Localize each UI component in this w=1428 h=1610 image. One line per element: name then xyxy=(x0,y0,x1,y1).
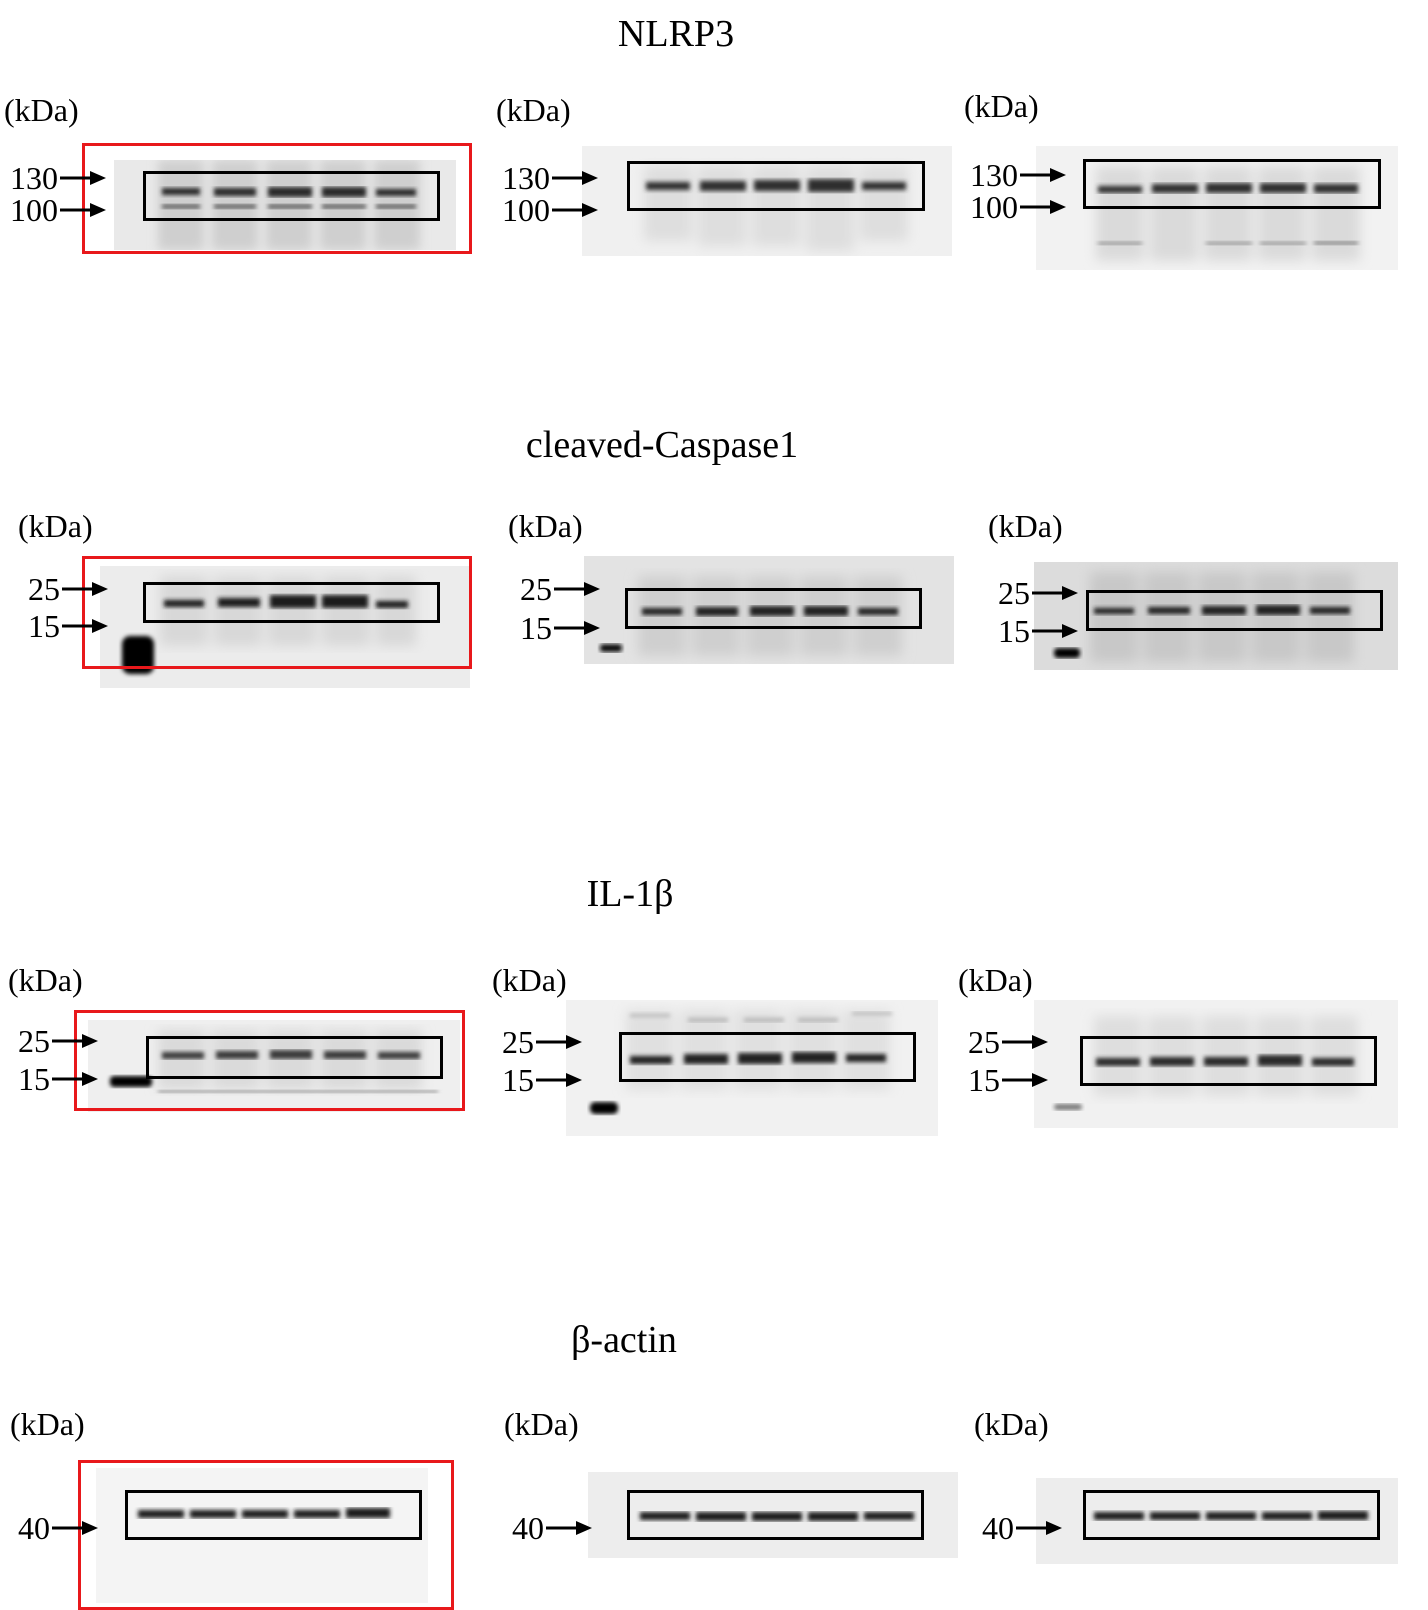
blot-image xyxy=(566,1000,938,1136)
crop-box xyxy=(619,1032,916,1082)
marker-25: 25 xyxy=(520,573,600,605)
crop-box xyxy=(1086,590,1383,631)
kda-label: (kDa) xyxy=(504,1406,579,1442)
blot-image xyxy=(114,160,456,250)
marker-40: 40 xyxy=(18,1512,98,1544)
kda-label: (kDa) xyxy=(8,962,83,998)
crop-box xyxy=(125,1490,422,1540)
marker-15: 15 xyxy=(968,1064,1048,1096)
marker-15: 15 xyxy=(502,1064,582,1096)
marker-40: 40 xyxy=(982,1512,1062,1544)
marker-25: 25 xyxy=(968,1026,1048,1058)
marker-25: 25 xyxy=(28,573,108,605)
marker-15: 15 xyxy=(18,1063,98,1095)
marker-25: 25 xyxy=(18,1025,98,1057)
marker-130: 130 xyxy=(970,159,1066,191)
kda-label: (kDa) xyxy=(496,92,571,128)
panel-title-cleaved-caspase1: cleaved-Caspase1 xyxy=(525,424,799,466)
kda-label: (kDa) xyxy=(964,88,1039,124)
crop-box xyxy=(625,588,922,629)
marker-15: 15 xyxy=(28,610,108,642)
kda-label: (kDa) xyxy=(18,508,93,544)
crop-box xyxy=(627,161,925,211)
marker-25: 25 xyxy=(502,1026,582,1058)
marker-15: 15 xyxy=(520,612,600,644)
marker-100: 100 xyxy=(502,194,598,226)
kda-label: (kDa) xyxy=(508,508,583,544)
marker-25: 25 xyxy=(998,577,1078,609)
panel-title-beta-actin: β-actin xyxy=(571,1319,677,1361)
kda-label: (kDa) xyxy=(958,962,1033,998)
crop-box xyxy=(1080,1036,1377,1086)
marker-130: 130 xyxy=(10,162,106,194)
marker-40: 40 xyxy=(512,1512,592,1544)
blot-image xyxy=(582,146,952,256)
marker-130: 130 xyxy=(502,162,598,194)
crop-box xyxy=(146,1036,443,1079)
kda-label: (kDa) xyxy=(4,92,79,128)
blot-image xyxy=(1034,562,1398,670)
kda-label: (kDa) xyxy=(492,962,567,998)
crop-box xyxy=(143,582,440,623)
crop-box xyxy=(1083,1490,1380,1540)
panel-title-il-1b: IL-1β xyxy=(586,873,674,915)
highlight-box xyxy=(82,556,472,669)
marker-100: 100 xyxy=(10,194,106,226)
blot-image xyxy=(588,1472,958,1558)
blot-image xyxy=(88,1020,460,1112)
marker-15: 15 xyxy=(998,615,1078,647)
kda-label: (kDa) xyxy=(988,508,1063,544)
kda-label: (kDa) xyxy=(10,1406,85,1442)
highlight-box xyxy=(82,143,472,254)
marker-100: 100 xyxy=(970,191,1066,223)
highlight-box xyxy=(74,1010,465,1111)
crop-box xyxy=(1083,159,1381,209)
crop-box xyxy=(143,171,440,221)
kda-label: (kDa) xyxy=(974,1406,1049,1442)
blot-image xyxy=(1034,1000,1398,1128)
crop-box xyxy=(627,1490,924,1540)
panel-title-nlrp3: NLRP3 xyxy=(617,13,735,55)
